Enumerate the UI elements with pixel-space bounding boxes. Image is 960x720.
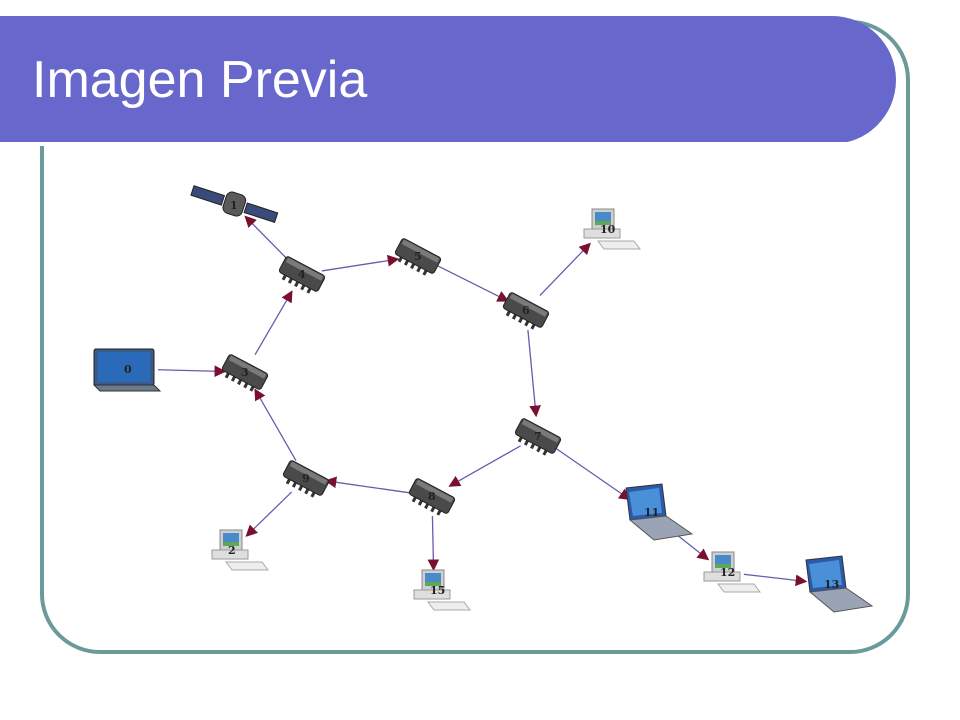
node-10-desktop-icon: 10 — [583, 208, 641, 250]
node-2-desktop-icon: 2 — [211, 529, 269, 571]
node-label-7: 7 — [534, 430, 542, 443]
node-7-router-icon: 7 — [514, 418, 562, 456]
node-13-laptop-icon: 13 — [805, 555, 874, 613]
link-4-5 — [321, 254, 400, 272]
node-12-desktop-icon: 12 — [703, 551, 761, 593]
node-8-router-icon: 8 — [408, 478, 456, 516]
links-layer — [157, 215, 808, 587]
node-9-router-icon: 9 — [282, 460, 330, 498]
link-3-4 — [254, 290, 293, 356]
node-3-router-icon: 3 — [221, 354, 269, 392]
link-8-9 — [324, 476, 413, 494]
link-9-2 — [245, 491, 293, 537]
node-label-10: 10 — [600, 223, 616, 236]
node-label-3: 3 — [241, 366, 249, 379]
node-label-11: 11 — [644, 506, 659, 519]
link-5-6 — [435, 264, 510, 302]
slide-title: Imagen Previa — [32, 51, 368, 109]
link-9-3 — [254, 388, 297, 461]
node-5-router-icon: 5 — [394, 238, 442, 276]
node-label-4: 4 — [298, 268, 306, 281]
node-label-12: 12 — [720, 566, 735, 579]
node-11-laptop-icon: 11 — [625, 483, 694, 541]
node-label-2: 2 — [228, 544, 236, 557]
node-4-router-icon: 4 — [278, 256, 326, 294]
node-label-0: 0 — [124, 363, 132, 376]
title-banner: Imagen Previa — [0, 16, 896, 146]
link-8-15 — [427, 515, 440, 572]
node-0-laptop-open-icon: 0 — [92, 348, 162, 392]
node-label-8: 8 — [428, 490, 436, 503]
node-label-5: 5 — [414, 250, 422, 263]
link-0-3 — [157, 365, 227, 378]
link-12-13 — [743, 573, 808, 587]
link-7-8 — [448, 445, 521, 487]
link-4-1 — [244, 215, 289, 261]
node-label-13: 13 — [824, 578, 839, 591]
node-15-desktop-icon: 15 — [413, 569, 471, 611]
link-6-10 — [539, 242, 591, 297]
node-label-9: 9 — [302, 472, 310, 485]
node-label-6: 6 — [522, 304, 530, 317]
node-1-satellite-icon: 1 — [190, 185, 279, 224]
node-label-15: 15 — [430, 584, 445, 597]
link-6-7 — [527, 329, 541, 418]
title-underline — [0, 142, 848, 146]
link-7-11 — [554, 446, 631, 501]
node-label-1: 1 — [230, 199, 238, 212]
node-6-router-icon: 6 — [502, 292, 550, 330]
